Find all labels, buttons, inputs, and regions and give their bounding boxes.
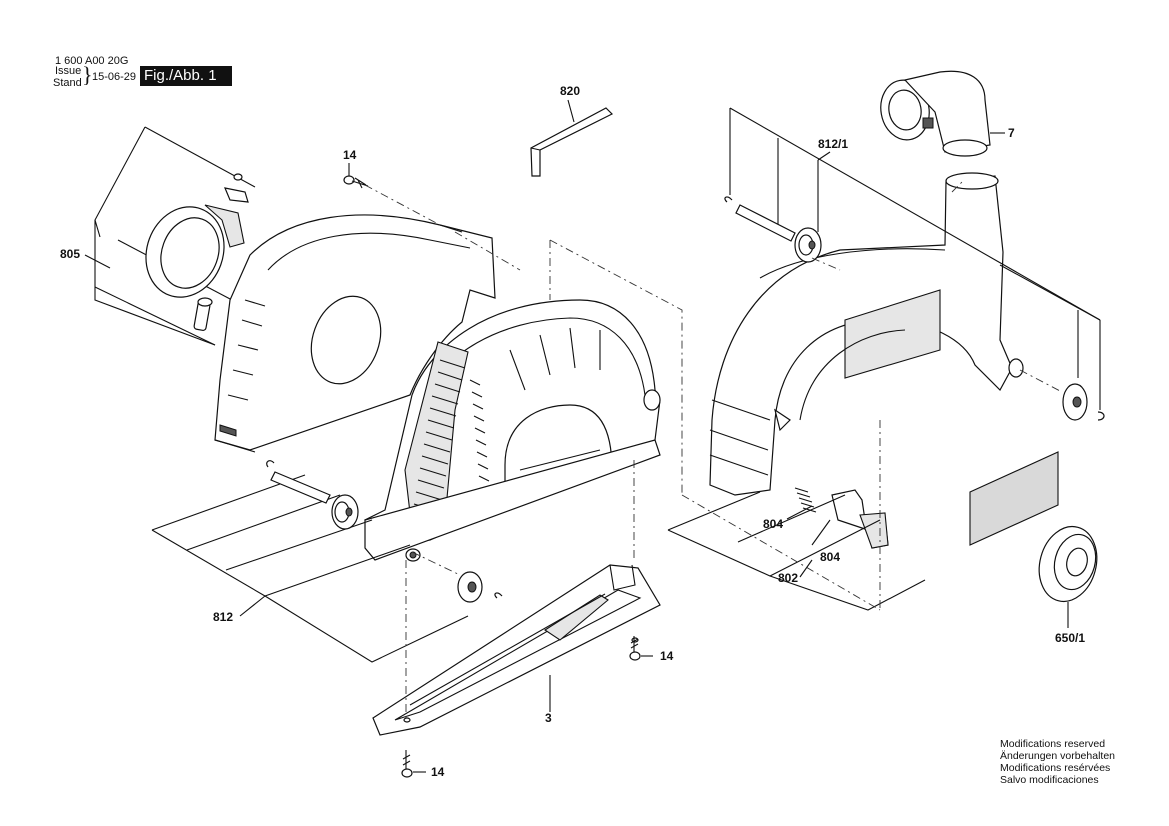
screw-14-mid (629, 636, 653, 661)
right-dust-guard (709, 172, 1024, 496)
base-plate-3 (372, 564, 661, 736)
callout-804-a: 804 (763, 517, 784, 531)
callout-3: 3 (545, 711, 552, 725)
callout-14-mid: 14 (660, 649, 674, 663)
latch-parts-804 (786, 487, 889, 549)
assembly-lines (364, 181, 1063, 720)
modifications-note-de: Änderungen vorbehalten (1000, 750, 1116, 762)
elbow-adapter-7 (880, 70, 1005, 157)
leader-lines (84, 151, 831, 712)
modifications-note-fr: Modifications resérvées (1000, 762, 1111, 774)
stand-label: Stand (53, 77, 82, 89)
callout-812-1: 812/1 (818, 137, 849, 151)
label-plate-802 (667, 264, 1101, 611)
callout-812: 812 (213, 610, 234, 624)
screw-14-bottom (401, 750, 426, 778)
center-lower-guard (364, 299, 661, 562)
callout-650-1: 650/1 (1055, 631, 1086, 645)
modifications-note-es: Salvo modificaciones (1000, 774, 1099, 786)
screw-14-top (343, 163, 369, 189)
hex-key-820 (530, 99, 614, 177)
drawing-part-number: 1 600 A00 20G (55, 55, 129, 67)
axle-kit-812-1 (724, 107, 1105, 421)
callout-14-bottom: 14 (431, 765, 445, 779)
callout-804-b: 804 (820, 550, 841, 564)
issue-date: 15-06-29 (92, 71, 137, 83)
callout-802: 802 (778, 571, 799, 585)
washer-650-1 (1038, 525, 1098, 628)
issue-label: Issue (55, 65, 82, 77)
modifications-note: Modifications reserved Änderungen vorbeh… (1000, 738, 1115, 786)
callout-820: 820 (560, 84, 581, 98)
callout-7: 7 (1008, 126, 1015, 140)
callout-805: 805 (60, 247, 81, 261)
brace-symbol: } (82, 62, 93, 87)
left-upper-guard (214, 214, 496, 453)
axle-kit-812 (151, 460, 503, 663)
clamp-ring-805 (94, 126, 256, 346)
figure-label: Fig./Abb. 1 (140, 66, 232, 86)
callout-14-top: 14 (343, 148, 357, 162)
modifications-note-en: Modifications reserved (1000, 738, 1106, 750)
